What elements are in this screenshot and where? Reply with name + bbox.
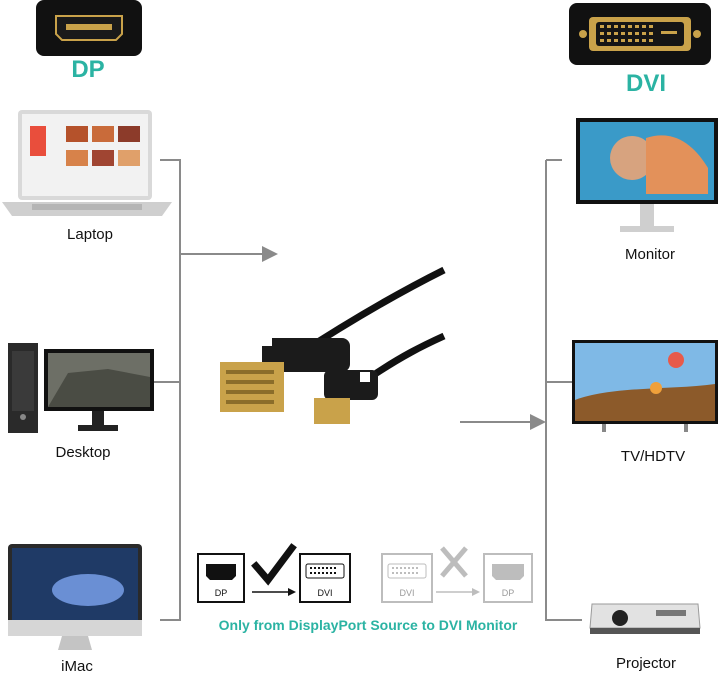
compat-bad-to-label: DP [502, 588, 515, 598]
compat-ok-to-label: DVI [317, 588, 332, 598]
desktop-label: Desktop [55, 444, 111, 461]
dp-to-dvi-cable-image [220, 266, 446, 424]
dp-port-icon [36, 0, 142, 56]
monitor-icon [576, 118, 718, 232]
compat-note: Only from DisplayPort Source to DVI Moni… [218, 617, 518, 633]
compat-ok-from-label: DP [215, 588, 228, 598]
projector-icon [589, 603, 701, 634]
imac-icon [8, 544, 142, 650]
compat-ok-diagram: DP DVI [197, 543, 351, 603]
compat-bad-from-label: DVI [399, 588, 414, 598]
imac-label: iMac [61, 658, 93, 675]
dp-heading: DP [71, 56, 105, 83]
monitor-label: Monitor [624, 246, 676, 263]
dvi-port-icon [569, 3, 711, 65]
compat-bad-diagram: DVI DP [381, 546, 533, 603]
dvi-heading: DVI [625, 70, 666, 97]
tv-label: TV/HDTV [620, 448, 686, 465]
laptop-label: Laptop [67, 226, 113, 243]
desktop-icon [8, 343, 154, 433]
laptop-icon [2, 110, 172, 216]
tv-icon [572, 340, 718, 432]
projector-label: Projector [615, 655, 677, 672]
